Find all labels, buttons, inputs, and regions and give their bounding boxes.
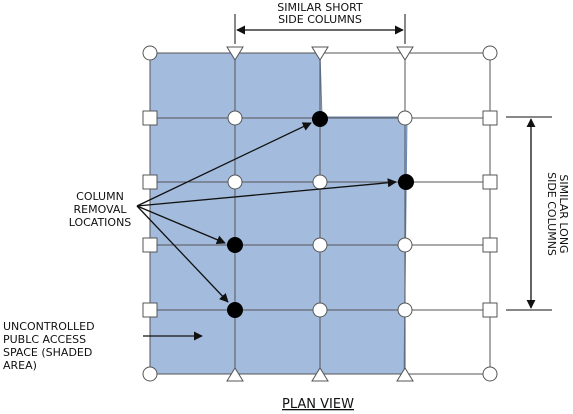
removal-arrow bbox=[136, 178, 397, 207]
short-side-label-line-2: SIDE COLUMNS bbox=[278, 13, 362, 26]
removed-column-marker bbox=[312, 111, 328, 127]
long-side-column-symbol bbox=[142, 302, 158, 318]
uncontrolled-label-line-4: AREA) bbox=[3, 359, 37, 372]
long-side-label-line-2: SIDE COLUMNS bbox=[545, 172, 558, 256]
removal-arrow bbox=[136, 205, 229, 303]
short-side-column-symbol bbox=[226, 367, 244, 382]
removal-arrows bbox=[136, 122, 397, 303]
long-side-column-symbol bbox=[142, 237, 158, 253]
removal-label-line-2: REMOVAL bbox=[73, 203, 127, 216]
column-removal-label: COLUMN REMOVAL LOCATIONS bbox=[69, 190, 132, 229]
uncontrolled-label-line-1: UNCONTROLLED bbox=[3, 320, 95, 333]
long-side-column-symbol bbox=[482, 302, 498, 318]
short-side-dimension: SIMILAR SHORT SIDE COLUMNS bbox=[234, 1, 406, 44]
removed-column-marker bbox=[398, 174, 414, 190]
shaded-public-access-area bbox=[149, 52, 408, 375]
long-side-column-symbol bbox=[482, 237, 498, 253]
removal-label-line-1: COLUMN bbox=[76, 190, 124, 203]
removed-columns bbox=[227, 111, 414, 318]
long-side-dimension: SIMILAR LONG SIDE COLUMNS bbox=[506, 116, 570, 311]
interior-column-symbol bbox=[312, 174, 328, 190]
interior-column-symbol bbox=[397, 302, 413, 318]
short-side-column-symbol bbox=[226, 46, 244, 61]
uncontrolled-label-line-2: PUBLC ACCESS bbox=[3, 333, 86, 346]
interior-column-symbol bbox=[227, 110, 243, 126]
corner-column-symbol bbox=[482, 366, 498, 382]
removed-column-marker bbox=[227, 302, 243, 318]
removal-arrow bbox=[136, 205, 226, 245]
removal-label-line-3: LOCATIONS bbox=[69, 216, 132, 229]
interior-column-symbol bbox=[312, 237, 328, 253]
short-side-label-line-1: SIMILAR SHORT bbox=[277, 1, 363, 14]
long-side-label: SIMILAR LONG SIDE COLUMNS bbox=[545, 172, 570, 256]
plan-view-title: PLAN VIEW bbox=[282, 397, 354, 412]
long-side-column-symbol bbox=[142, 174, 158, 190]
corner-column-symbol bbox=[482, 45, 498, 61]
removal-arrow bbox=[136, 122, 312, 207]
short-side-column-symbol bbox=[311, 46, 329, 61]
short-side-column-symbol bbox=[396, 46, 414, 61]
removed-column-marker bbox=[227, 237, 243, 253]
interior-column-symbol bbox=[227, 174, 243, 190]
long-side-column-symbol bbox=[142, 110, 158, 126]
interior-column-symbol bbox=[397, 237, 413, 253]
interior-column-symbol bbox=[397, 110, 413, 126]
column-symbols bbox=[142, 45, 498, 382]
interior-column-symbol bbox=[312, 302, 328, 318]
long-side-column-symbol bbox=[482, 174, 498, 190]
long-side-column-symbol bbox=[482, 110, 498, 126]
corner-column-symbol bbox=[142, 45, 158, 61]
short-side-column-symbol bbox=[311, 367, 329, 382]
uncontrolled-label-line-3: SPACE (SHADED bbox=[3, 346, 92, 359]
corner-column-symbol bbox=[142, 366, 158, 382]
uncontrolled-area-label: UNCONTROLLED PUBLC ACCESS SPACE (SHADED … bbox=[3, 320, 95, 372]
short-side-column-symbol bbox=[396, 367, 414, 382]
long-side-label-line-1: SIMILAR LONG bbox=[557, 174, 570, 253]
